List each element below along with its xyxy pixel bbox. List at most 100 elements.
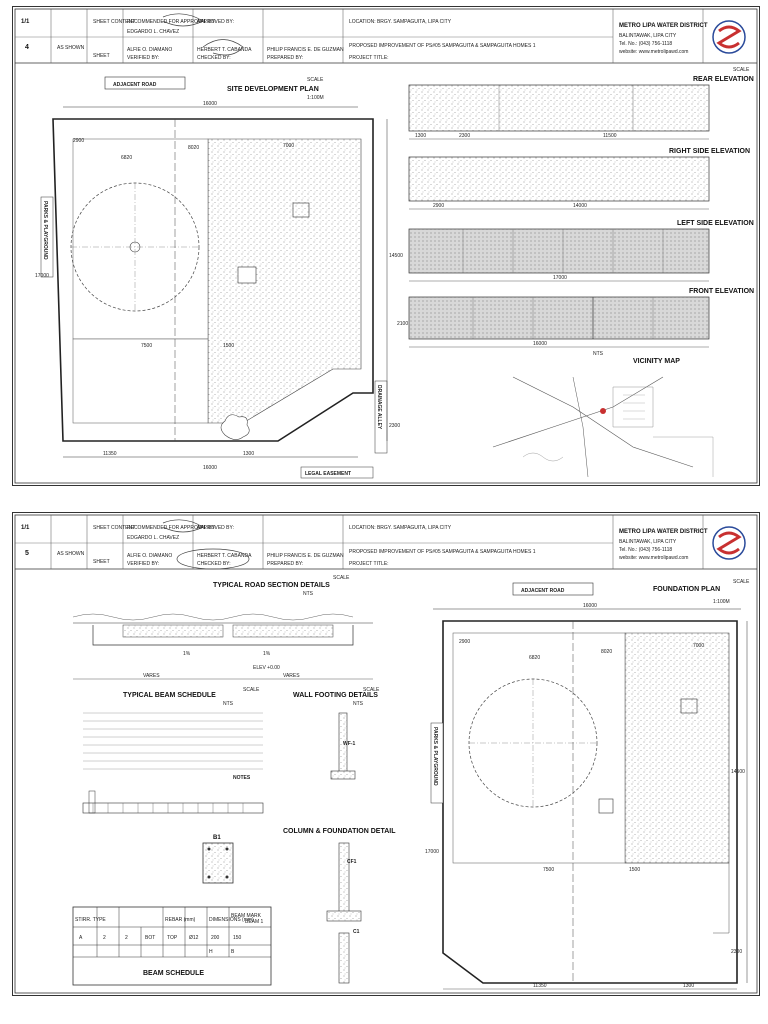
beam-h: 200 <box>211 935 220 941</box>
verified-name: ALFIE O. DIAMANO <box>127 47 172 53</box>
sheet-2-company-website: website: www.metrolipawd.com <box>619 555 688 561</box>
sheet-1-drawing: 1/1 4 AS SHOWN SHEET CONTENT SHEET RECOM… <box>14 8 758 484</box>
f-dim-6820: 6820 <box>529 655 540 661</box>
road-section-title: TYPICAL ROAD SECTION DETAILS <box>213 582 330 589</box>
beam-b: 150 <box>233 935 242 941</box>
wf1-label: WF-1 <box>343 741 355 747</box>
slope-2: 1% <box>263 651 271 657</box>
sheet-2-drawing: 1/1 5 AS SHOWN SHEET CONTENT SHEET RECOM… <box>14 514 758 994</box>
rear-elevation-drawing <box>408 84 710 132</box>
tree-icon <box>220 414 250 440</box>
sheet-2-checked-name: HERBERT T. CABANDA <box>197 553 252 559</box>
road-elev: ELEV +0.00 <box>253 665 280 671</box>
title-block-2: 1/1 5 AS SHOWN SHEET CONTENT SHEET RECOM… <box>15 515 757 570</box>
vares-2: VARES <box>283 673 300 679</box>
c1-label: C1 <box>353 929 360 935</box>
dim-16000-bottom: 16000 <box>203 465 217 471</box>
sheet-2-prepared-name: PHILIP FRANCIS E. DE GUZMAN <box>267 553 344 559</box>
right-elevation-title: RIGHT SIDE ELEVATION <box>669 148 750 155</box>
column-foundation-title: COLUMN & FOUNDATION DETAIL <box>283 828 396 835</box>
rear-dim-2300: 2300 <box>459 133 470 139</box>
rear-dim-1300: 1300 <box>415 133 426 139</box>
dim-2900: 2900 <box>73 138 84 144</box>
f-dim-1300: 1300 <box>683 983 694 989</box>
beam-schedule-table: A 2 2 BOT TOP Ø12 200 150 BEAM 1 STIRR. … <box>72 906 272 986</box>
signature-icon <box>202 39 244 56</box>
column-drawing <box>338 842 350 914</box>
front-elevation-title: FRONT ELEVATION <box>689 288 754 295</box>
wall-footing-title: WALL FOOTING DETAILS <box>293 692 378 699</box>
beam-b1-label: B1 <box>213 835 221 841</box>
company-tel: Tel. No.: (043) 756-1118 <box>619 41 672 47</box>
vicinity-map: VICINITY MAP NTS <box>492 351 714 478</box>
f-dim-2300: 2300 <box>731 949 742 955</box>
drawing-sheet-1: 1/1 4 AS SHOWN SHEET CONTENT SHEET RECOM… <box>12 6 760 486</box>
top-count: 2 <box>125 935 128 941</box>
drawing-sheet-2: 1/1 5 AS SHOWN SHEET CONTENT SHEET RECOM… <box>12 512 760 996</box>
f-dim-1500: 1500 <box>629 867 640 873</box>
site-plan-title: SITE DEVELOPMENT PLAN <box>227 86 319 93</box>
adjacent-road-label: ADJACENT ROAD <box>113 82 157 88</box>
title-block: 1/1 4 AS SHOWN SHEET CONTENT SHEET RECOM… <box>15 9 757 64</box>
vicinity-title: VICINITY MAP <box>633 358 680 365</box>
foundation-scale-label: SCALE <box>733 579 750 585</box>
front-dim-2100: 2100 <box>397 321 408 327</box>
foundation-plan-title: FOUNDATION PLAN <box>653 586 720 593</box>
beam-elevation <box>82 802 264 814</box>
prepared-name: PHILIP FRANCIS E. DE GUZMAN <box>267 47 344 53</box>
sheet-2-recommended-name: EDGARDO L. CHAVEZ <box>127 535 179 541</box>
sheet-2-page: 1/1 <box>21 525 30 531</box>
sheet-number: 4 <box>25 44 29 51</box>
beam-schedule-title: BEAM SCHEDULE <box>143 970 204 977</box>
sheet-2-prepared-label: PREPARED BY: <box>267 561 303 567</box>
project-title-label: PROJECT TITLE: <box>349 55 389 61</box>
page-separator <box>0 492 768 504</box>
header-dimensions: DIMENSIONS (mm) <box>209 917 254 923</box>
typical-beam-title: TYPICAL BEAM SCHEDULE <box>123 692 216 699</box>
front-dim-16000: 16000 <box>533 341 547 347</box>
rear-scale-label: SCALE <box>733 67 750 73</box>
sheet-2-project-title: PROPOSED IMPROVEMENT OF PS#05 SAMPAGUITA… <box>349 549 536 555</box>
sheet-2-company-name: METRO LIPA WATER DISTRICT <box>619 529 708 535</box>
f-dim-7500: 7500 <box>543 867 554 873</box>
sheet-2-scale: AS SHOWN <box>57 551 85 557</box>
sheet-label: SHEET <box>93 53 110 59</box>
right-elevation-drawing <box>408 156 710 202</box>
sheet-2-number: 5 <box>25 550 29 557</box>
sheet-2-verified-label: VERIFIED BY: <box>127 561 159 567</box>
location-text: LOCATION: BRGY. SAMPAGUITA, LIPA CITY <box>349 19 452 25</box>
location-marker-icon <box>600 408 606 414</box>
signature-icon <box>162 13 204 27</box>
approved-label: APPROVED BY: <box>197 19 234 25</box>
road-nts: NTS <box>303 591 314 597</box>
f-dim-7000: 7000 <box>693 643 704 649</box>
foundation-dim-top: 16000 <box>583 603 597 609</box>
top-label: TOP <box>167 935 178 941</box>
project-title-text: PROPOSED IMPROVEMENT OF PS#05 SAMPAGUITA… <box>349 43 536 49</box>
sheet-2-label: SHEET <box>93 559 110 565</box>
dim-2300: 2300 <box>389 423 400 429</box>
site-development-plan: SITE DEVELOPMENT PLAN SCALE 1:100M ADJAC… <box>35 76 403 479</box>
subheader-h: H <box>209 949 213 955</box>
f-dim-11350: 11350 <box>533 983 547 989</box>
verified-label: VERIFIED BY: <box>127 55 159 61</box>
vicinity-nts: NTS <box>593 351 604 357</box>
company-logo-icon <box>712 526 746 560</box>
sheet-2-verified-name: ALFIE O. DIAMANO <box>127 553 172 559</box>
company-logo-icon <box>712 20 746 54</box>
beam-nts: NTS <box>223 701 234 707</box>
checked-name: HERBERT T. CABANDA <box>197 47 252 53</box>
dim-17000: 17000 <box>35 273 49 279</box>
front-elevation-drawing <box>408 296 710 340</box>
company-website: website: www.metrolipawd.com <box>619 49 688 55</box>
parks-label: PARKS & PLAYGROUND <box>42 201 48 260</box>
left-dim-17000: 17000 <box>553 275 567 281</box>
sheet-2-approved-label: APPROVED BY: <box>197 525 234 531</box>
cf1-label: CF1 <box>347 859 357 865</box>
recommended-name: EDGARDO L. CHAVEZ <box>127 29 179 35</box>
dim-1300: 1300 <box>243 451 254 457</box>
vares-1: VARES <box>143 673 160 679</box>
subheader-b: B <box>231 949 235 955</box>
wall-scale-label: SCALE <box>363 687 380 693</box>
dim-7000: 7000 <box>283 143 294 149</box>
